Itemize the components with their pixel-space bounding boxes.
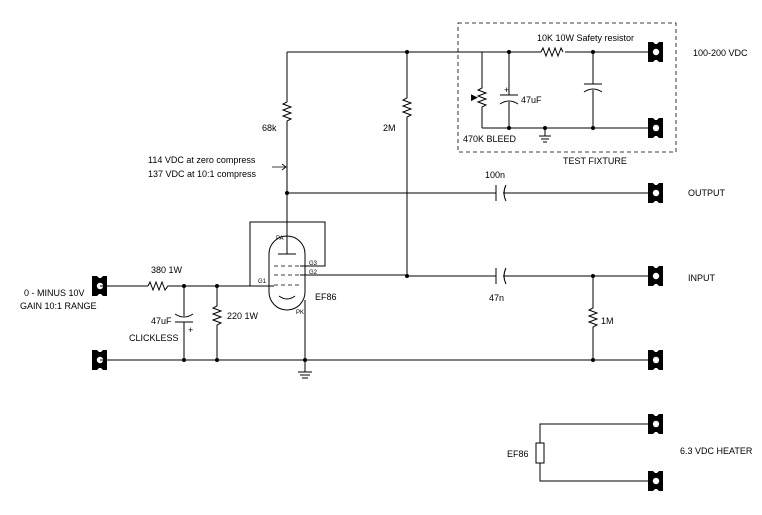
heater-element	[535, 442, 545, 464]
voltage-arrow-icon	[272, 163, 287, 171]
bleed-resistor	[476, 52, 488, 128]
series-resistor-label: 380 1W	[151, 265, 183, 275]
terminal-heater-b	[648, 471, 663, 491]
terminal-input	[648, 266, 663, 286]
pin-g3-label: G3	[309, 261, 318, 267]
fixture-ground-icon	[539, 128, 551, 143]
screen-resistor	[401, 52, 413, 276]
pin-pk-label: PK	[296, 310, 304, 316]
clickless-capacitor-plate-a	[174, 313, 194, 318]
terminal-supply-plus	[648, 42, 663, 62]
output-label: OUTPUT	[688, 188, 726, 198]
clickless-label: CLICKLESS	[129, 333, 179, 343]
control-range-label: 0 - MINUS 10V	[24, 288, 85, 298]
clickless-cap-plus-icon: +	[188, 325, 193, 335]
fixture-capacitor-plate	[499, 100, 519, 105]
terminal-heater-a	[648, 414, 663, 434]
plate-resistor	[281, 52, 293, 193]
terminal-output	[648, 183, 663, 203]
grid-resistor-label: 1M	[601, 316, 614, 326]
output-cap-label: 100n	[485, 170, 505, 180]
heater-wiring	[539, 423, 648, 482]
gain-range-label: GAIN 10:1 RANGE	[20, 301, 97, 311]
pin-pa-label: PA	[276, 236, 284, 242]
pin-g2-label: G2	[309, 270, 318, 276]
note-zero-compress: 114 VDC at zero compress	[148, 155, 256, 165]
screen-resistor-label: 2M	[383, 123, 396, 133]
plate-resistor-label: 68k	[262, 123, 277, 133]
grid-resistor	[587, 276, 599, 360]
shunt-resistor-label: 220 1W	[227, 311, 259, 321]
test-fixture-box	[457, 22, 677, 153]
terminal-ground-right	[648, 350, 663, 370]
safety-resistor-label: 10K 10W Safety resistor	[537, 33, 634, 43]
heater-label: 6.3 VDC HEATER	[680, 446, 753, 456]
terminal-supply-minus	[648, 118, 663, 138]
g3-loop	[249, 221, 326, 287]
input-cap-label: 47n	[489, 293, 504, 303]
supply-voltage-label: 100-200 VDC	[693, 48, 748, 58]
tube-name-label: EF86	[315, 292, 337, 302]
input-label: INPUT	[688, 273, 716, 283]
fixture-cap-label: 47uF	[521, 95, 542, 105]
input-cap-plate-b	[503, 267, 507, 285]
heater-tube-label: EF86	[507, 449, 529, 459]
series-resistor	[147, 280, 170, 292]
filter-capacitor-plate	[583, 88, 603, 93]
tube-cathode	[278, 295, 296, 300]
bleed-arrow-icon: ▶	[471, 92, 478, 102]
tube-envelope	[268, 235, 306, 311]
bleed-label: 470K BLEED	[463, 134, 517, 144]
fixture-capacitor	[500, 52, 518, 128]
fixture-cap-plus-icon: +	[504, 85, 509, 95]
filter-capacitor	[584, 52, 602, 128]
output-cap-plate-b	[503, 184, 507, 202]
note-ratio-compress: 137 VDC at 10:1 compress	[148, 169, 257, 179]
test-fixture-label: TEST FIXTURE	[563, 156, 627, 166]
shunt-resistor	[211, 286, 223, 360]
pin-g1-label: G1	[258, 279, 267, 285]
safety-resistor	[540, 46, 564, 58]
main-ground-icon	[298, 360, 312, 379]
clickless-cap-label: 47uF	[151, 316, 172, 326]
